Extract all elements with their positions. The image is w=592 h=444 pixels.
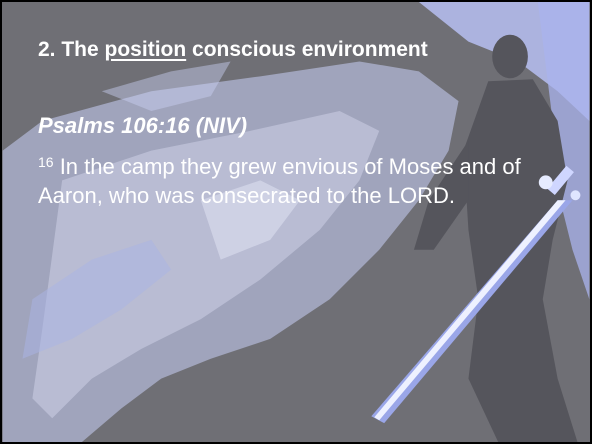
title-prefix: 2. The xyxy=(38,38,105,61)
sword-icon xyxy=(371,165,581,424)
scripture-reference: Psalms 106:16 (NIV) xyxy=(38,113,248,138)
verse-text: In the camp they grew envious of Moses a… xyxy=(38,154,521,208)
rock-texture xyxy=(2,61,459,442)
verse-number: 16 xyxy=(38,154,54,170)
verse-text-block: 16 In the camp they grew envious of Mose… xyxy=(38,152,558,210)
slide-title: 2. The position conscious environment xyxy=(38,38,428,62)
title-suffix: conscious environment xyxy=(186,38,428,61)
title-keyword: position xyxy=(104,38,187,61)
